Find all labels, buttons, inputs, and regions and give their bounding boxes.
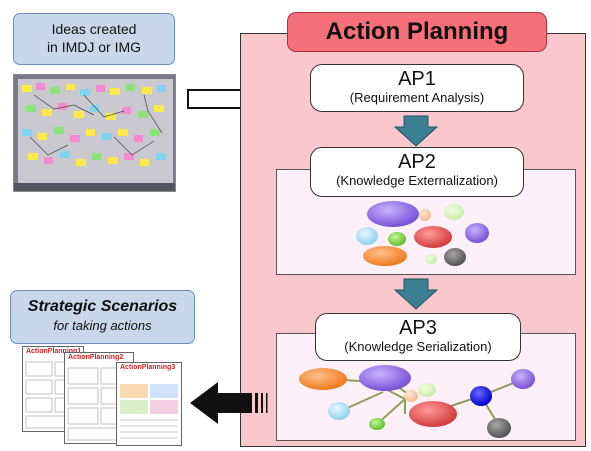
strategic-scenarios-label: Strategic Scenarios for taking actions [10, 290, 195, 344]
node-light-blue [328, 402, 350, 420]
scenario-document-3: ActionPlanning3 [116, 362, 182, 446]
bubble-purple-large [367, 201, 419, 227]
ap3-subtitle: (Knowledge Serialization) [344, 339, 492, 354]
scenario-document-1-title: ActionPlanning1 [26, 348, 82, 355]
down-arrow-icon [393, 115, 439, 152]
ap1-box: AP1 (Requirement Analysis) [310, 64, 524, 112]
ap1-subtitle: (Requirement Analysis) [349, 90, 485, 105]
bubble-light-green [444, 204, 464, 220]
knowledge-bubbles [356, 201, 489, 266]
action-planning-title: Action Planning [287, 12, 547, 52]
scenario-document-3-title: ActionPlanning3 [120, 364, 176, 371]
knowledge-network [299, 365, 535, 438]
ap2-box: AP2 (Knowledge Externalization) [310, 147, 524, 197]
strategic-scenarios-title: Strategic Scenarios [27, 298, 178, 315]
node-purple-large [359, 365, 411, 391]
ap1-name: AP1 [398, 68, 436, 90]
bubble-purple-small [465, 223, 489, 243]
bubble-orange [363, 246, 407, 266]
ideas-label-line1: Ideas created [51, 21, 137, 37]
bubble-gray [444, 248, 466, 266]
bubble-tiny-green [425, 254, 437, 264]
idea-wall-photo [13, 74, 176, 192]
ideas-label-line2: in IMDJ or IMG [46, 39, 142, 55]
ap2-name: AP2 [398, 151, 436, 173]
bubble-red [414, 226, 452, 248]
node-gray [487, 418, 511, 438]
node-orange [299, 368, 347, 390]
scenario-document-2-title: ActionPlanning2 [68, 354, 124, 361]
ap3-box: AP3 (Knowledge Serialization) [315, 313, 521, 361]
left-arrow-icon [188, 380, 272, 431]
node-deep-blue [470, 386, 492, 406]
bubble-light-blue [356, 227, 378, 245]
strategic-scenarios-subtitle: for taking actions [53, 318, 152, 333]
ideas-created-label: Ideas created in IMDJ or IMG [13, 13, 175, 65]
ap3-content-box [276, 333, 576, 441]
bubble-green [388, 232, 406, 246]
node-green [369, 418, 385, 430]
node-purple-small [511, 369, 535, 389]
ap2-subtitle: (Knowledge Externalization) [336, 173, 498, 188]
ap3-name: AP3 [399, 317, 437, 339]
down-arrow-icon [393, 278, 439, 315]
node-peach [404, 390, 418, 402]
node-red [409, 401, 457, 427]
node-light-green [418, 383, 436, 397]
bubble-peach [419, 209, 431, 221]
